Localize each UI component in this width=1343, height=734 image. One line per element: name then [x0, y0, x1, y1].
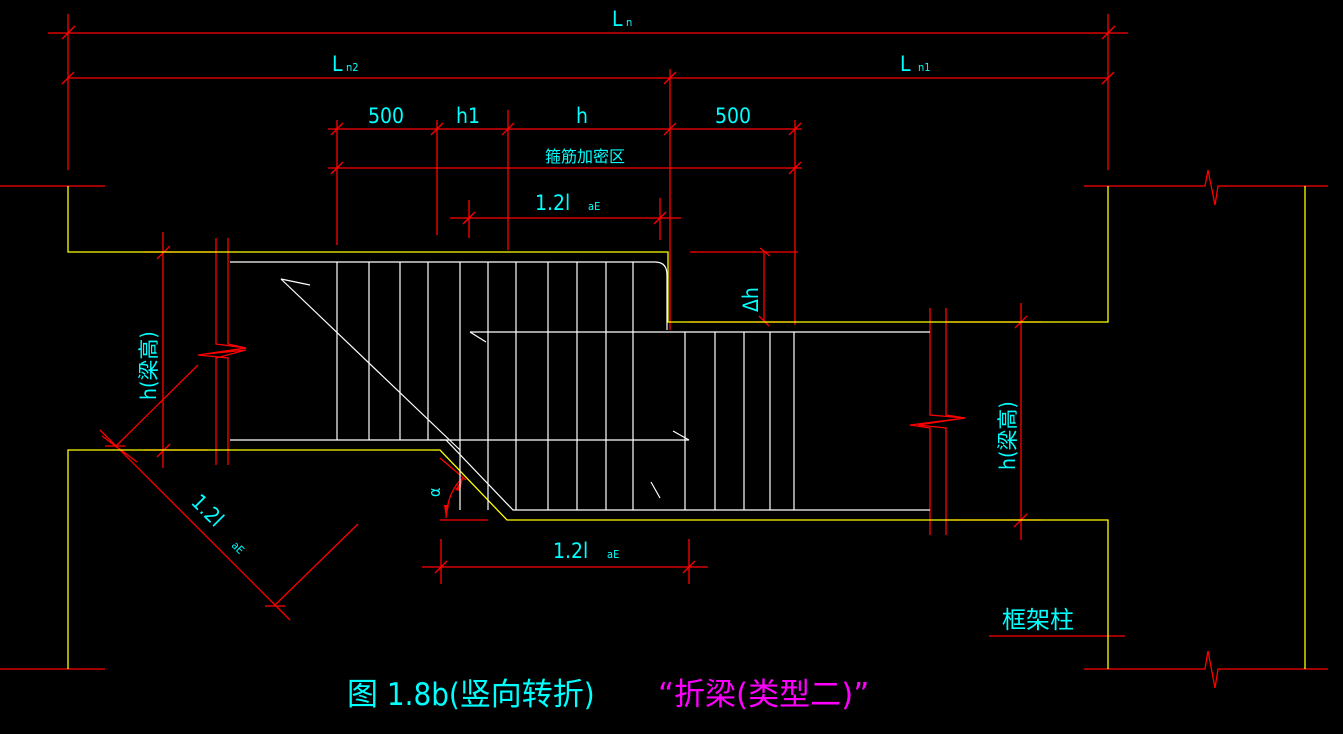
- tick: [758, 315, 770, 327]
- stirrups: [336, 262, 795, 510]
- hook: [469, 331, 487, 343]
- tick: [462, 211, 476, 225]
- label-anchor-diag: 1.2l: [186, 490, 228, 532]
- annotations: L n L n2 L n1 500 h1 h 500 箍筋加密区 1.2l aE…: [137, 7, 1074, 713]
- tick: [1101, 25, 1116, 40]
- rebar: [230, 261, 930, 511]
- label-anchor-top: 1.2l: [535, 191, 570, 215]
- label-ln-sub: n: [626, 16, 632, 29]
- beam-outline: [67, 186, 1306, 669]
- label-h1: h1: [456, 104, 480, 128]
- figure-subtitle: “折梁(类型二)”: [658, 677, 869, 713]
- tick: [788, 161, 802, 175]
- label-ln: L: [612, 7, 623, 31]
- tick: [434, 560, 448, 574]
- dimension-lines: [0, 14, 1328, 689]
- bottom-bar: [230, 439, 930, 511]
- tick: [759, 247, 771, 257]
- beam-bottom-edge: [67, 449, 1109, 669]
- beam-top-edge: [67, 186, 1109, 323]
- tick: [101, 435, 138, 463]
- tick: [61, 25, 76, 40]
- tick: [1101, 71, 1115, 85]
- tick: [330, 161, 344, 175]
- hook: [650, 481, 661, 499]
- tick: [653, 211, 667, 225]
- figure-title: 图 1.8b(竖向转折): [347, 677, 595, 713]
- tick: [501, 122, 515, 136]
- arrow-head: [455, 478, 463, 491]
- label-500-right: 500: [715, 104, 751, 128]
- tick: [682, 560, 696, 574]
- dim-line-anchor-diag: [99, 429, 291, 621]
- hook: [280, 278, 311, 286]
- tick: [663, 122, 677, 136]
- label-anchor-bottom: 1.2l: [553, 539, 588, 563]
- ext-line-slope: [439, 457, 467, 481]
- break-line-left-b: [197, 238, 247, 465]
- arrow-head: [444, 505, 449, 518]
- label-ln1-sub: n1: [918, 61, 931, 74]
- column-break-top-right: [1084, 169, 1328, 206]
- label-beam-height-right: h(梁高): [996, 401, 1020, 470]
- label-anchor-bottom-sub: aE: [607, 548, 619, 561]
- label-frame-column: 框架柱: [1002, 606, 1074, 634]
- tick: [61, 71, 75, 85]
- top-bar-left: [230, 261, 668, 330]
- tick: [788, 122, 802, 136]
- label-ln1: L: [900, 52, 911, 76]
- label-anchor-diag-sub: aE: [229, 539, 247, 557]
- label-delta-h: Δh: [739, 287, 763, 312]
- label-500-left: 500: [368, 104, 404, 128]
- label-ln2: L: [332, 52, 343, 76]
- tick: [330, 122, 344, 136]
- label-h: h: [576, 104, 588, 128]
- hook: [672, 430, 690, 441]
- label-anchor-top-sub: aE: [588, 200, 600, 213]
- ext-line: [274, 523, 359, 606]
- label-ln2-sub: n2: [346, 61, 359, 74]
- diagonal-bar: [280, 278, 461, 451]
- label-stirrup-zone: 箍筋加密区: [545, 147, 625, 166]
- break-line-right-b: [917, 308, 966, 535]
- label-beam-height-left: h(梁高): [137, 331, 161, 400]
- tick: [430, 122, 444, 136]
- column-break-bottom-right: [1084, 650, 1328, 689]
- label-angle: α: [425, 488, 444, 498]
- ext-line: [114, 364, 199, 448]
